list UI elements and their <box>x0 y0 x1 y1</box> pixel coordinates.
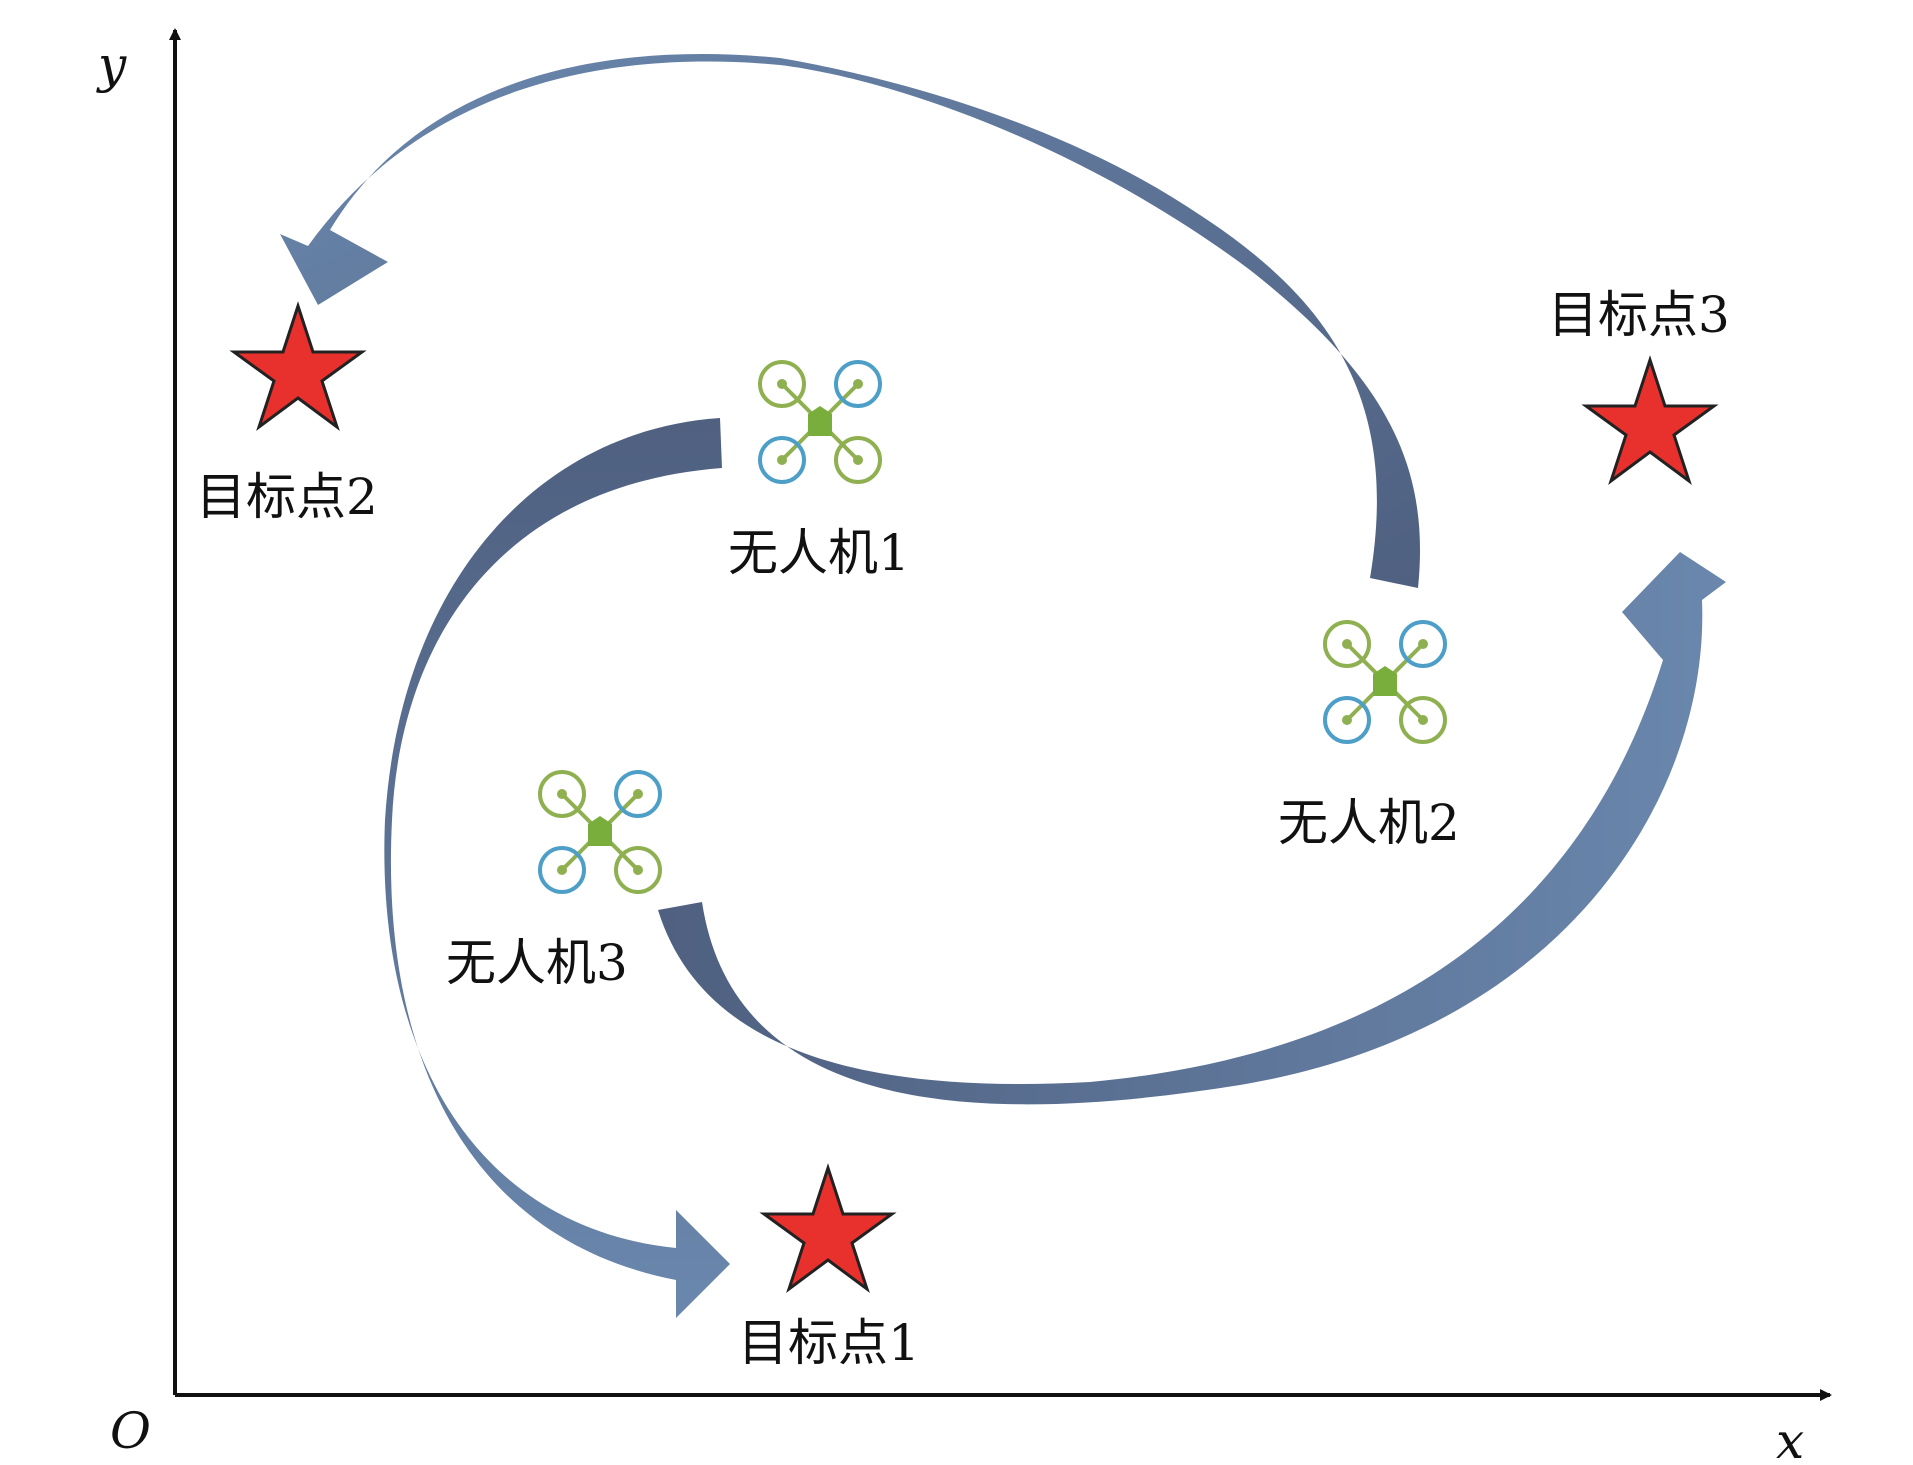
drone-3: 无人机3 <box>446 770 662 992</box>
drones: 无人机1 无人机2 无人机3 <box>446 360 1460 992</box>
target-3-star <box>1581 355 1719 486</box>
drone-3-icon <box>538 770 662 894</box>
origin-label: O <box>110 1402 151 1460</box>
drone-1: 无人机1 <box>728 360 910 582</box>
target-3: 目标点3 <box>1548 286 1730 486</box>
target-2: 目标点2 <box>196 301 378 526</box>
target-3-label: 目标点3 <box>1548 286 1730 344</box>
x-axis-label: x <box>1776 1412 1804 1465</box>
arrow-drone1-to-target1 <box>384 418 730 1318</box>
arrow-drone3-to-target3 <box>658 552 1726 1105</box>
y-axis-label: y <box>96 36 127 94</box>
target-1-star <box>759 1163 897 1294</box>
drone-2: 无人机2 <box>1278 620 1460 852</box>
targets: 目标点2 目标点3 目标点1 <box>196 286 1730 1372</box>
target-1: 目标点1 <box>738 1163 920 1372</box>
arrow-drone2-to-target2 <box>280 53 1421 588</box>
target-1-label: 目标点1 <box>738 1314 920 1372</box>
drone-3-label: 无人机3 <box>446 934 628 992</box>
drone-1-icon <box>758 360 882 484</box>
drone-2-label: 无人机2 <box>1278 794 1460 852</box>
axes: y x O <box>96 28 1832 1465</box>
arrows <box>280 53 1726 1318</box>
drone-1-label: 无人机1 <box>728 524 910 582</box>
target-2-label: 目标点2 <box>196 468 378 526</box>
drone-2-icon <box>1323 620 1447 744</box>
target-2-star <box>229 301 367 432</box>
